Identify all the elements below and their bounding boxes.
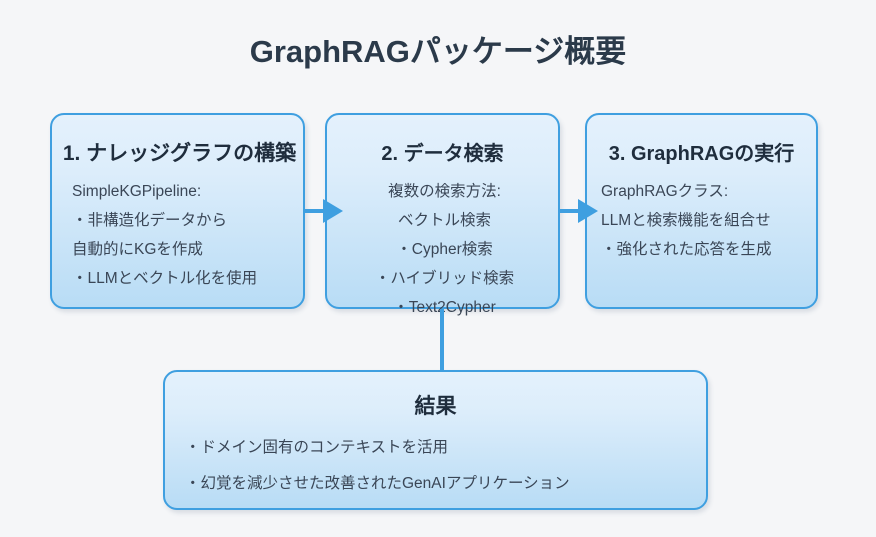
node-body-result: ・ドメイン固有のコンテキストを活用 ・幻覚を減少させた改善されたGenAIアプリ…: [165, 430, 706, 502]
node-line: ・LLMとベクトル化を使用: [72, 270, 258, 287]
node-data-retrieval[interactable]: 2. データ検索 複数の検索方法: ベクトル検索 ・Cypher検索 ・ハイブリ…: [325, 113, 560, 316]
node-line: ・ハイブリッド検索: [374, 270, 515, 287]
node-title-run: 3. GraphRAGの実行: [608, 143, 795, 165]
node-body-run: GraphRAGクラス: LLMと検索機能を組合せ ・強化された応答を生成: [587, 177, 816, 264]
node-body-retrieve: 複数の検索方法: ベクトル検索 ・Cypher検索 ・ハイブリッド検索 ・Tex…: [327, 177, 558, 322]
node-line: 複数の検索方法:: [388, 183, 501, 200]
node-line: ・Text2Cypher: [393, 299, 496, 316]
node-line: ・ドメイン固有のコンテキストを活用: [185, 439, 449, 456]
page-title: GraphRAGパッケージ概要: [249, 34, 627, 69]
node-title-result: 結果: [414, 395, 457, 418]
connector-retrieve-to-run-line: [560, 209, 582, 213]
node-line: 自動的にKGを作成: [72, 241, 203, 258]
arrow-right-icon: [323, 199, 343, 223]
node-title-retrieve: 2. データ検索: [381, 143, 504, 165]
node-line: ・非構造化データから: [72, 212, 228, 229]
node-title-build: 1. ナレッジグラフの構築: [62, 142, 297, 165]
node-line: SimpleKGPipeline:: [72, 183, 202, 200]
node-line: GraphRAGクラス:: [601, 183, 729, 200]
node-line: ベクトル検索: [397, 212, 491, 229]
node-line: ・Cypher検索: [396, 241, 493, 258]
node-knowledge-graph-build[interactable]: 1. ナレッジグラフの構築 SimpleKGPipeline: ・非構造化データ…: [50, 113, 305, 309]
connector-build-to-retrieve-line: [305, 209, 327, 213]
arrow-right-icon: [578, 199, 598, 223]
node-graphrag-run[interactable]: 3. GraphRAGの実行 GraphRAGクラス: LLMと検索機能を組合せ…: [585, 113, 818, 309]
node-line: ・幻覚を減少させた改善されたGenAIアプリケーション: [185, 475, 570, 492]
node-body-build: SimpleKGPipeline: ・非構造化データから 自動的にKGを作成 ・…: [52, 177, 303, 293]
node-line: LLMと検索機能を組合せ: [601, 212, 771, 229]
node-line: ・強化された応答を生成: [601, 241, 772, 258]
connector-retrieve-to-result-line: [440, 309, 444, 371]
node-result[interactable]: 結果 ・ドメイン固有のコンテキストを活用 ・幻覚を減少させた改善されたGenAI…: [163, 370, 708, 510]
